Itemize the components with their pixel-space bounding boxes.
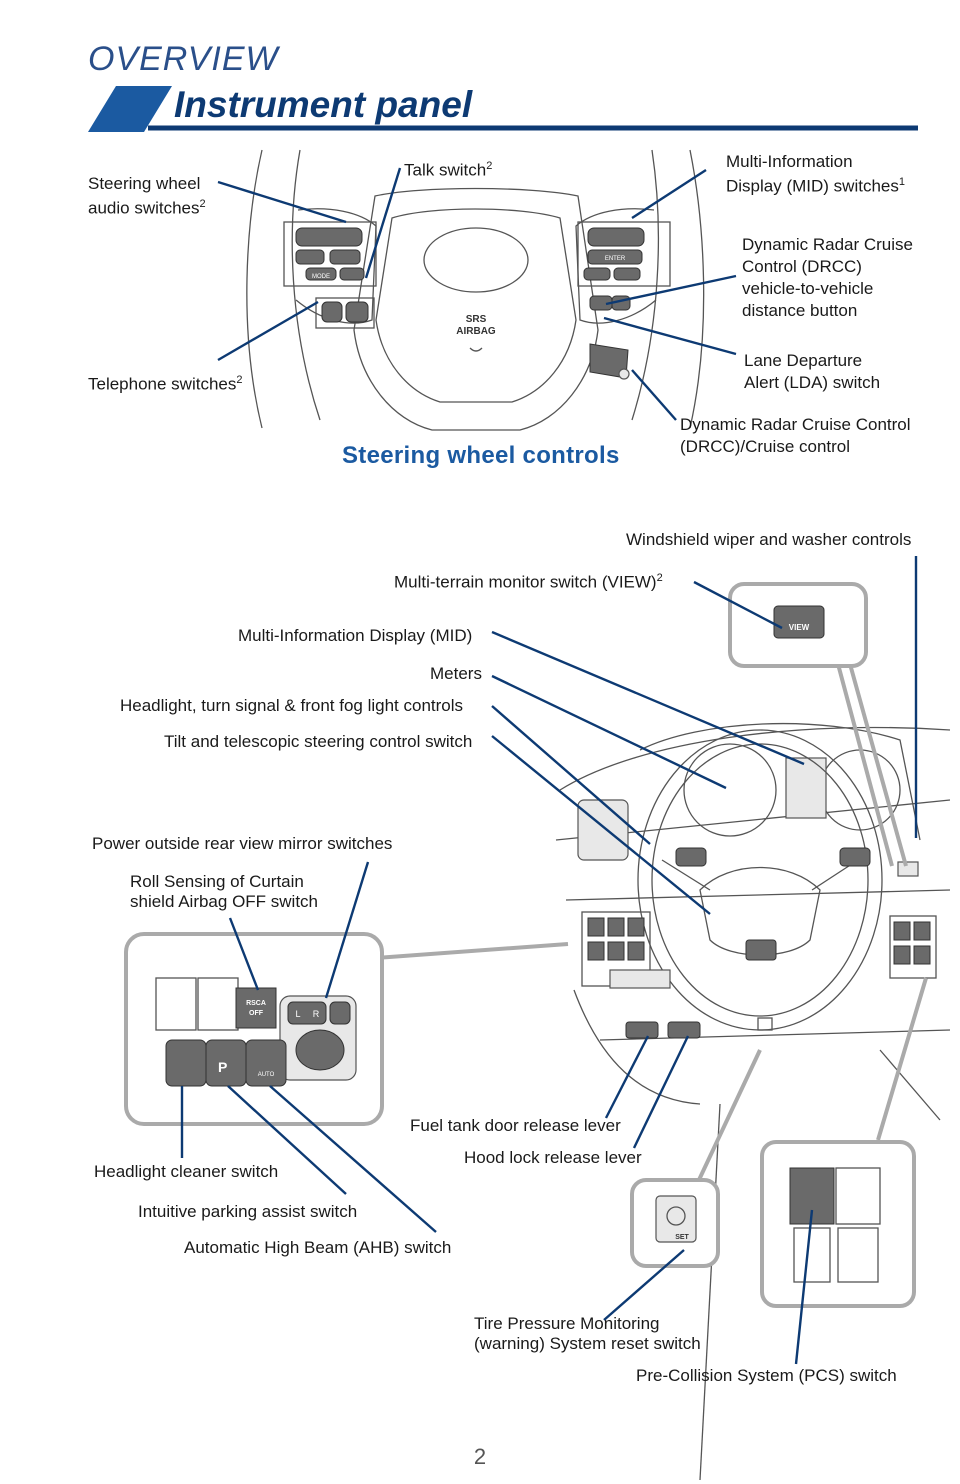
label-rsca-switch: Roll Sensing of Curtain shield Airbag OF…	[130, 872, 319, 911]
label-headlight-controls: Headlight, turn signal & front fog light…	[120, 696, 464, 715]
label-tilt-telescopic: Tilt and telescopic steering control swi…	[164, 732, 473, 751]
park-text: P	[218, 1059, 227, 1075]
label-tpms-reset: Tire Pressure Monitoring (warning) Syste…	[474, 1314, 701, 1353]
label-mid-switches: Multi-Information Display (MID) switches…	[726, 152, 905, 196]
auto-text: AUTO	[258, 1072, 275, 1078]
label-meters: Meters	[430, 664, 482, 683]
label-ahb-switch: Automatic High Beam (AHB) switch	[184, 1238, 452, 1257]
label-headlight-cleaner: Headlight cleaner switch	[94, 1162, 279, 1181]
enter-text: ENTER	[605, 256, 626, 262]
view-button-text: VIEW	[789, 623, 810, 632]
page-number: 2	[473, 1444, 487, 1469]
label-mid: Multi-Information Display (MID)	[238, 626, 473, 645]
set-text: SET	[675, 1234, 689, 1241]
page-title: Instrument panel	[174, 84, 473, 125]
label-hood-lock-lever: Hood lock release lever	[464, 1148, 642, 1167]
mirror-l-text: L	[295, 1009, 300, 1019]
label-drcc-distance-button: Dynamic Radar Cruise Control (DRCC) vehi…	[742, 235, 913, 320]
label-pcs-switch: Pre-Collision System (PCS) switch	[636, 1366, 897, 1385]
airbag-text-2: AIRBAG	[456, 326, 496, 337]
label-audio-switches: Steering wheel audio switches2	[88, 174, 206, 218]
rsca-text-2: OFF	[249, 1010, 264, 1017]
label-view-switch: Multi-terrain monitor switch (VIEW)2	[394, 572, 663, 592]
mirror-r-text: R	[313, 1009, 320, 1019]
section-title: OVERVIEW	[88, 40, 279, 78]
steering-wheel-caption: Steering wheel controls	[342, 442, 620, 469]
label-parking-assist: Intuitive parking assist switch	[138, 1202, 358, 1221]
label-wiper-controls: Windshield wiper and washer controls	[626, 530, 912, 549]
label-fuel-door-lever: Fuel tank door release lever	[410, 1116, 621, 1135]
mode-text: MODE	[312, 274, 330, 280]
label-mirror-switches: Power outside rear view mirror switches	[92, 834, 393, 853]
airbag-text-1: SRS	[466, 314, 487, 325]
label-talk-switch: Talk switch2	[404, 160, 493, 180]
heading-bar	[88, 86, 918, 132]
label-drcc-cruise-control: Dynamic Radar Cruise Control (DRCC)/Crui…	[680, 415, 911, 456]
label-lda-switch: Lane Departure Alert (LDA) switch	[744, 351, 881, 392]
label-telephone-switches: Telephone switches2	[88, 374, 243, 394]
steering-wheel-illustration: SRS AIRBAG MODE ENTER	[246, 149, 705, 431]
rsca-text-1: RSCA	[246, 1000, 266, 1007]
